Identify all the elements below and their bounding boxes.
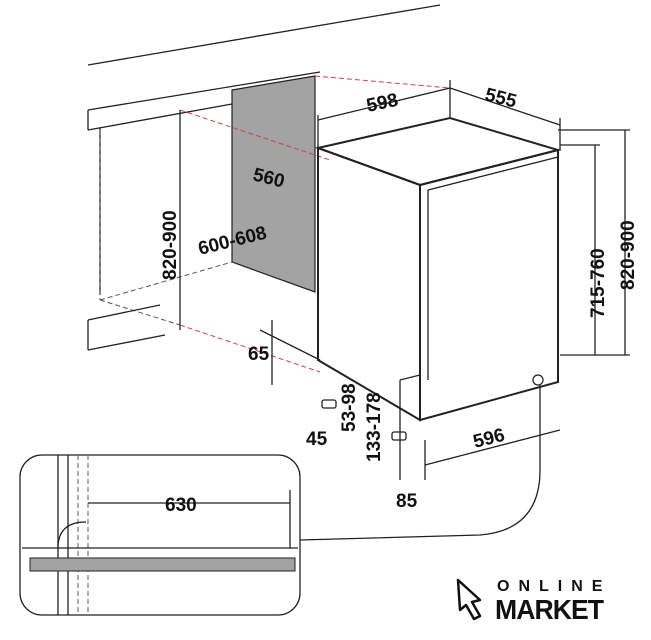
dim-53-98: 53-98 (339, 383, 360, 432)
dim-715-760: 715-760 (588, 248, 609, 318)
detail-inset: 630 (19, 454, 301, 616)
dim-598: 598 (365, 90, 400, 117)
dim-555: 555 (483, 84, 519, 112)
foot-left (321, 399, 337, 409)
dim-45: 45 (306, 429, 328, 450)
niche-outline (87, 75, 451, 373)
dishwasher-body (314, 116, 562, 441)
dim-596: 596 (471, 425, 507, 453)
dim-820-900-left: 820-900 (160, 210, 181, 280)
logo-line1: ONLINE (497, 578, 612, 595)
dim-85: 85 (396, 491, 418, 512)
logo-line2: MARKET (495, 594, 604, 625)
dimension-lines (259, 80, 630, 541)
dim-133-178: 133-178 (364, 392, 385, 462)
dim-65: 65 (248, 344, 270, 365)
online-market-logo: ONLINE MARKET (455, 578, 645, 628)
cursor-logo-icon (456, 578, 482, 621)
niche-back-wall (231, 75, 316, 293)
foot-right (532, 374, 544, 386)
foot-front (391, 431, 407, 441)
dim-820-900-right: 820-900 (618, 220, 639, 290)
dim-630: 630 (165, 495, 197, 516)
